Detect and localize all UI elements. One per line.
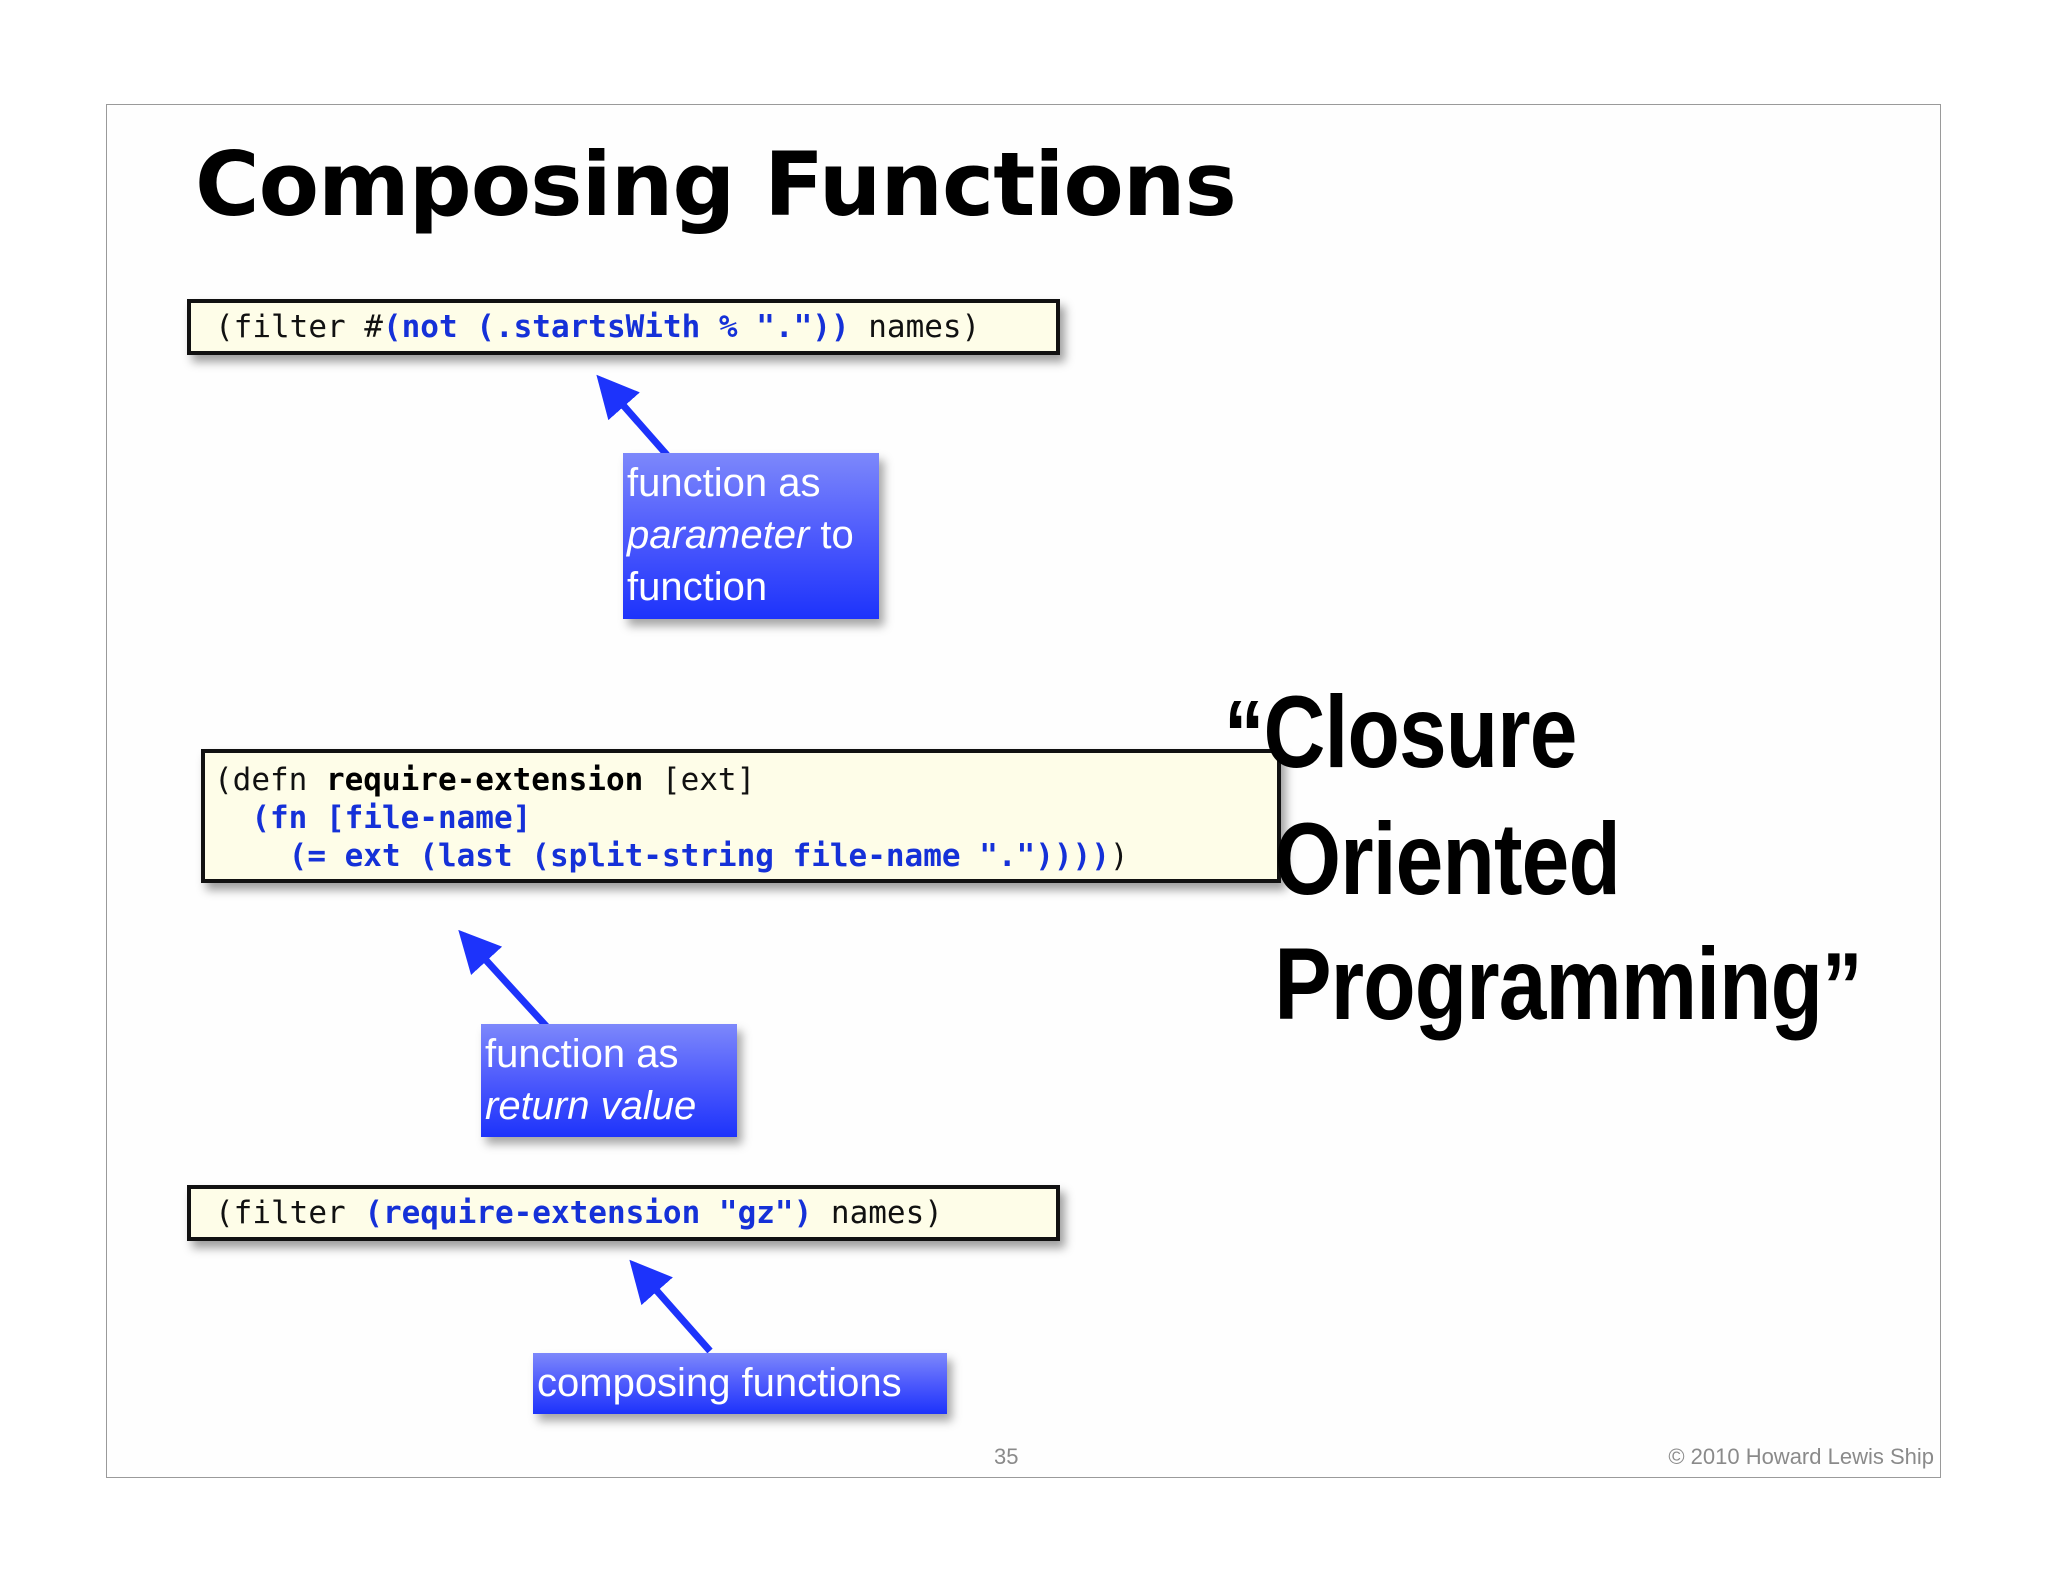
copyright-notice: © 2010 Howard Lewis Ship — [1668, 1444, 1934, 1469]
code-text: (filter # — [215, 309, 383, 345]
code-line: (= ext (last (split-string file-name "."… — [214, 837, 1129, 875]
note-emphasis: parameter — [627, 513, 810, 557]
arrow-to-code3 — [629, 1259, 713, 1354]
code-highlight: (require-extension "gz") — [364, 1195, 813, 1231]
note-line: return value — [485, 1084, 697, 1128]
closure-oriented-programming-quote: “Closure Oriented Programming” — [1224, 670, 1862, 1049]
note-line: parameter to — [627, 509, 875, 561]
note-function-as-return-value: function as return value — [481, 1024, 737, 1137]
code-line: (fn [file-name] — [214, 800, 532, 836]
code-keyword: require-extension — [325, 762, 644, 798]
note-line: function — [627, 565, 768, 609]
code-line: (filter #(not (.startsWith % ".")) names… — [215, 308, 980, 346]
slide-title: Composing Functions — [195, 133, 1237, 236]
note-line: function as — [627, 461, 821, 505]
code-defn-require-extension: (defn require-extension [ext] (fn [file-… — [201, 749, 1281, 883]
page-number: 35 — [994, 1444, 1019, 1469]
code-text: names) — [812, 1195, 943, 1231]
code-text: names) — [849, 309, 981, 345]
quote-line: Programming” — [1224, 922, 1862, 1049]
slide: Composing Functions (filter #(not (.star… — [106, 104, 1941, 1478]
note-function-as-parameter: function as parameter to function — [623, 453, 879, 619]
quote-text: Closure — [1263, 675, 1577, 789]
note-line: function as — [485, 1032, 679, 1076]
note-line: composing functions — [537, 1361, 902, 1405]
open-quote-mark: “ — [1224, 681, 1264, 788]
arrow-to-code1 — [596, 374, 670, 458]
note-composing-functions: composing functions — [533, 1353, 947, 1414]
code-filter-anonymous: (filter #(not (.startsWith % ".")) names… — [187, 299, 1060, 355]
note-text: to — [809, 513, 854, 557]
code-text: (filter — [215, 1195, 365, 1231]
arrow-to-code2 — [458, 929, 550, 1030]
quote-line: Oriented — [1274, 802, 1620, 916]
annotation-arrows — [458, 374, 713, 1354]
code-highlight: (= ext (last (split-string file-name "."… — [214, 838, 1110, 874]
code-text: ) — [1109, 838, 1129, 874]
code-filter-composed: (filter (require-extension "gz") names) — [187, 1185, 1060, 1241]
quote-text: Programming — [1274, 927, 1823, 1041]
code-line: (filter (require-extension "gz") names) — [215, 1194, 943, 1232]
code-text: (defn — [214, 762, 326, 798]
quote-line: “Closure — [1224, 670, 1862, 797]
code-highlight: (not (.startsWith % ".")) — [382, 309, 850, 345]
close-quote-mark: ” — [1822, 933, 1862, 1040]
code-text: [ext] — [643, 762, 756, 798]
code-line: (defn require-extension [ext] — [214, 761, 755, 799]
